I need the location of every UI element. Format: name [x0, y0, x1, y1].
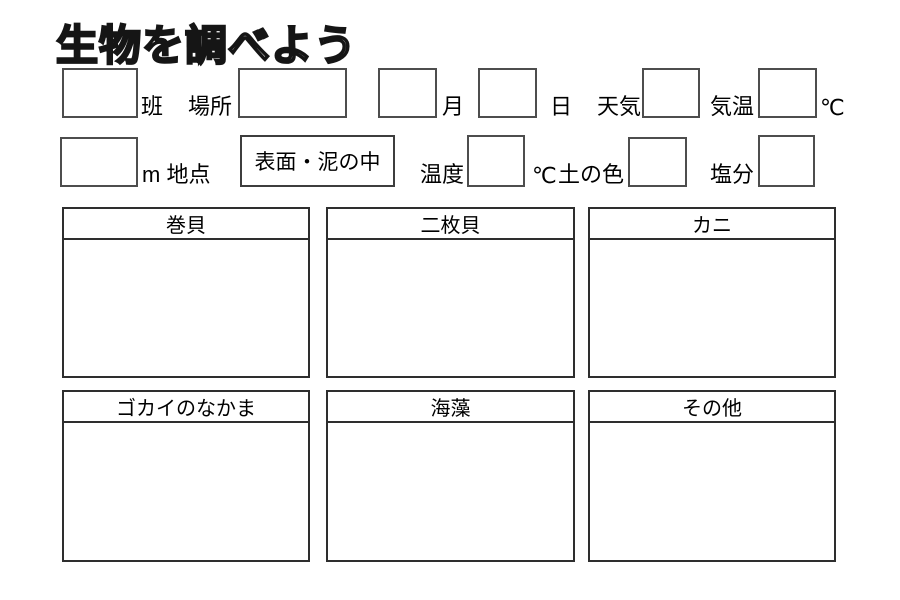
- group-input[interactable]: [62, 68, 138, 118]
- category-header-snails: 巻貝: [64, 209, 308, 240]
- group-label: 班: [141, 94, 164, 119]
- air-temp-unit-label: ℃: [820, 95, 845, 120]
- air-temp-label: 気温: [710, 94, 755, 119]
- surface-choice-text: 表面・泥の中: [254, 151, 381, 174]
- category-entry-seaweed[interactable]: [328, 423, 573, 560]
- category-label-crabs: カニ: [692, 215, 732, 237]
- water-temp-input[interactable]: [467, 135, 525, 187]
- category-label-others: その他: [682, 398, 742, 420]
- day-label: 日: [550, 94, 573, 119]
- location-input[interactable]: [238, 68, 347, 118]
- salinity-input[interactable]: [758, 135, 815, 187]
- category-header-worms: ゴカイのなかま: [64, 392, 308, 423]
- water-temp-unit-label: ℃: [532, 163, 557, 188]
- category-label-seaweed: 海藻: [430, 398, 471, 420]
- category-cell-snails: 巻貝: [62, 207, 310, 378]
- category-entry-snails[interactable]: [64, 240, 308, 376]
- category-cell-worms: ゴカイのなかま: [62, 390, 310, 562]
- soil-color-label: 土の色: [558, 162, 625, 187]
- weather-input[interactable]: [642, 68, 700, 118]
- water-temp-label: 温度: [420, 162, 465, 187]
- air-temp-input[interactable]: [758, 68, 817, 118]
- category-label-bivalves: 二枚貝: [420, 215, 481, 237]
- distance-label: m 地点: [142, 162, 211, 187]
- location-label: 場所: [188, 94, 233, 119]
- month-input[interactable]: [378, 68, 437, 118]
- salinity-label: 塩分: [710, 162, 755, 187]
- weather-label: 天気: [597, 94, 642, 119]
- month-label: 月: [442, 94, 465, 119]
- category-entry-crabs[interactable]: [590, 240, 834, 376]
- soil-color-input[interactable]: [628, 137, 687, 187]
- category-cell-others: その他: [588, 390, 836, 562]
- category-cell-crabs: カニ: [588, 207, 836, 378]
- category-label-worms: ゴカイのなかま: [116, 398, 256, 420]
- surface-choice-box[interactable]: 表面・泥の中: [240, 135, 395, 187]
- page-title: 生物を調べよう: [55, 21, 358, 70]
- category-entry-bivalves[interactable]: [328, 240, 573, 376]
- category-header-seaweed: 海藻: [328, 392, 573, 423]
- category-cell-bivalves: 二枚貝: [326, 207, 575, 378]
- day-input[interactable]: [478, 68, 537, 118]
- distance-input[interactable]: [60, 137, 138, 187]
- category-entry-worms[interactable]: [64, 423, 308, 560]
- category-header-crabs: カニ: [590, 209, 834, 240]
- category-entry-others[interactable]: [590, 423, 834, 560]
- category-header-bivalves: 二枚貝: [328, 209, 573, 240]
- category-header-others: その他: [590, 392, 834, 423]
- category-cell-seaweed: 海藻: [326, 390, 575, 562]
- category-label-snails: 巻貝: [166, 215, 206, 237]
